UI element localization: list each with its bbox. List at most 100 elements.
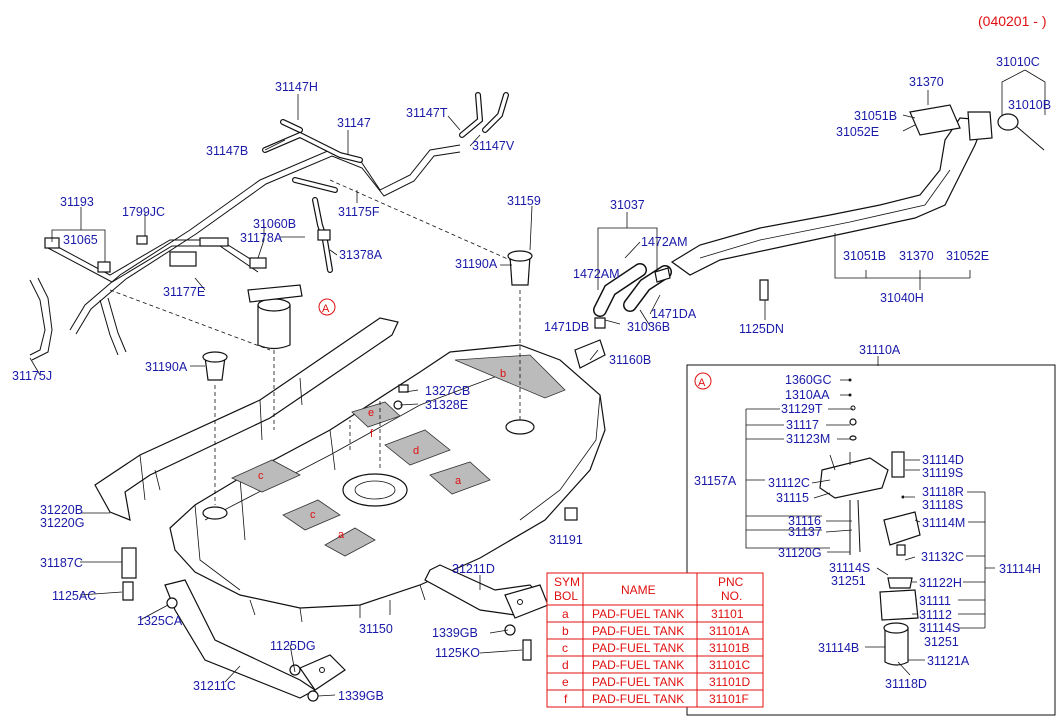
label-31116: 31116 [788,514,821,528]
label-31118d: 31118D [885,677,927,691]
label-31119s: 31119S [922,466,963,480]
label-31211c: 31211C [193,679,236,693]
label-1799jc: 1799JC [122,205,165,219]
table-row-name: PAD-FUEL TANK [592,675,684,689]
label-31328e: 31328E [425,398,468,412]
table-header-name: NAME [621,583,656,597]
table-row-pnc: 31101B [709,641,749,655]
label-31191: 31191 [549,533,583,547]
table-row-sym: d [562,658,569,672]
table-row-name: PAD-FUEL TANK [592,692,684,706]
table-row-sym: e [562,675,569,689]
pad-legend-table: SYM BOL NAME PNC NO. a PAD-FUEL TANK 311… [546,572,764,708]
label-1360gc: 1360GC [785,373,832,387]
label-31160b: 31160B [609,353,651,367]
label-31370-bottom: 31370 [899,249,934,263]
pad-letter-c1: c [310,509,316,521]
label-31147h: 31147H [275,80,318,94]
pad-letter-d: d [413,445,419,457]
label-31177e: 31177E [163,285,205,299]
table-row-name: PAD-FUEL TANK [592,641,684,655]
vent-valves [202,250,533,381]
table-row-pnc: 31101 [711,607,744,621]
label-31114s-right: 31114S [919,621,960,635]
table-header-bol: BOL [554,589,578,603]
label-31010c: 31010C [996,55,1040,69]
label-1125dg: 1125DG [270,639,316,653]
label-31060b: 31060B [253,217,296,231]
label-31114b: 31114B [818,641,859,655]
label-31370-top: 31370 [909,75,944,89]
label-1471db: 1471DB [544,320,589,334]
tank-pads [231,354,566,557]
table-row-pnc: 31101F [709,692,749,706]
part-labels: 31147H 31147 31147T 31147B 31147V 31193 … [12,55,1051,703]
label-31251-left: 31251 [831,574,866,588]
label-31147t: 31147T [406,106,448,120]
label-31137: 31137 [788,525,822,539]
label-31115: 31115 [776,491,809,505]
label-31111: 31111 [919,594,951,608]
leader-lines [29,69,1046,697]
label-1325ca: 1325CA [137,614,183,628]
label-31178a: 31178A [240,231,283,245]
reference-letter-a: A [322,303,330,315]
table-row-pnc: 31101C [709,658,750,672]
table-header-no: NO. [721,589,742,603]
label-31122h: 31122H [919,576,962,590]
label-31150: 31150 [359,622,393,636]
label-31118s: 31118S [922,498,963,512]
table-row-name: PAD-FUEL TANK [592,624,684,638]
label-1339gb-right: 1339GB [432,626,478,640]
fuel-pump-parts [819,378,921,666]
label-1471da: 1471DA [651,307,697,321]
label-31157a: 31157A [694,474,737,488]
label-31114s-left: 31114S [829,561,870,575]
label-31037: 31037 [610,198,645,212]
label-31190a-left: 31190A [145,360,188,374]
label-31147: 31147 [337,116,371,130]
small-clips [44,229,331,273]
label-31110a: 31110A [859,343,901,357]
pad-letter-b: b [500,368,506,380]
label-31114m: 31114M [922,516,965,530]
label-1125ko: 1125KO [435,646,480,660]
table-row-sym: c [562,641,568,655]
label-1472am-lower: 1472AM [573,267,620,281]
label-31052e-bottom: 31052E [946,249,989,263]
table-row-name: PAD-FUEL TANK [592,658,684,672]
table-row-pnc: 31101A [709,624,749,638]
label-31147b: 31147B [206,144,248,158]
label-31121a: 31121A [927,654,970,668]
table-row-sym: b [562,624,569,638]
label-31147v: 31147V [472,139,515,153]
table-row-pnc: 31101D [709,675,750,689]
label-31129t: 31129T [781,402,823,416]
label-31010b: 31010B [1008,98,1051,112]
label-31132c: 31132C [921,550,964,564]
fuel-filter [247,284,303,350]
label-31114h: 31114H [999,562,1041,576]
label-31378a: 31378A [339,248,383,262]
label-31118r: 31118R [922,485,964,499]
label-31052e-top: 31052E [836,125,879,139]
detail-circle-a [694,372,712,390]
heat-shield [94,317,399,521]
label-31175f: 31175F [338,205,380,219]
label-31123m: 31123M [786,432,830,446]
pad-letter-f: f [370,428,374,440]
table-row-sym: f [564,692,568,706]
label-31190a-right: 31190A [455,257,498,271]
pad-letter-e: e [368,407,374,419]
detail-letter-a: A [698,377,706,389]
label-31220b: 31220B [40,503,83,517]
label-31051b-bottom: 31051B [843,249,886,263]
label-31065: 31065 [63,233,98,247]
bolts [121,279,769,702]
label-31114d: 31114D [922,453,964,467]
label-31175j: 31175J [12,369,52,383]
table-header-sym: SYM [554,575,580,589]
label-31193: 31193 [60,195,94,209]
